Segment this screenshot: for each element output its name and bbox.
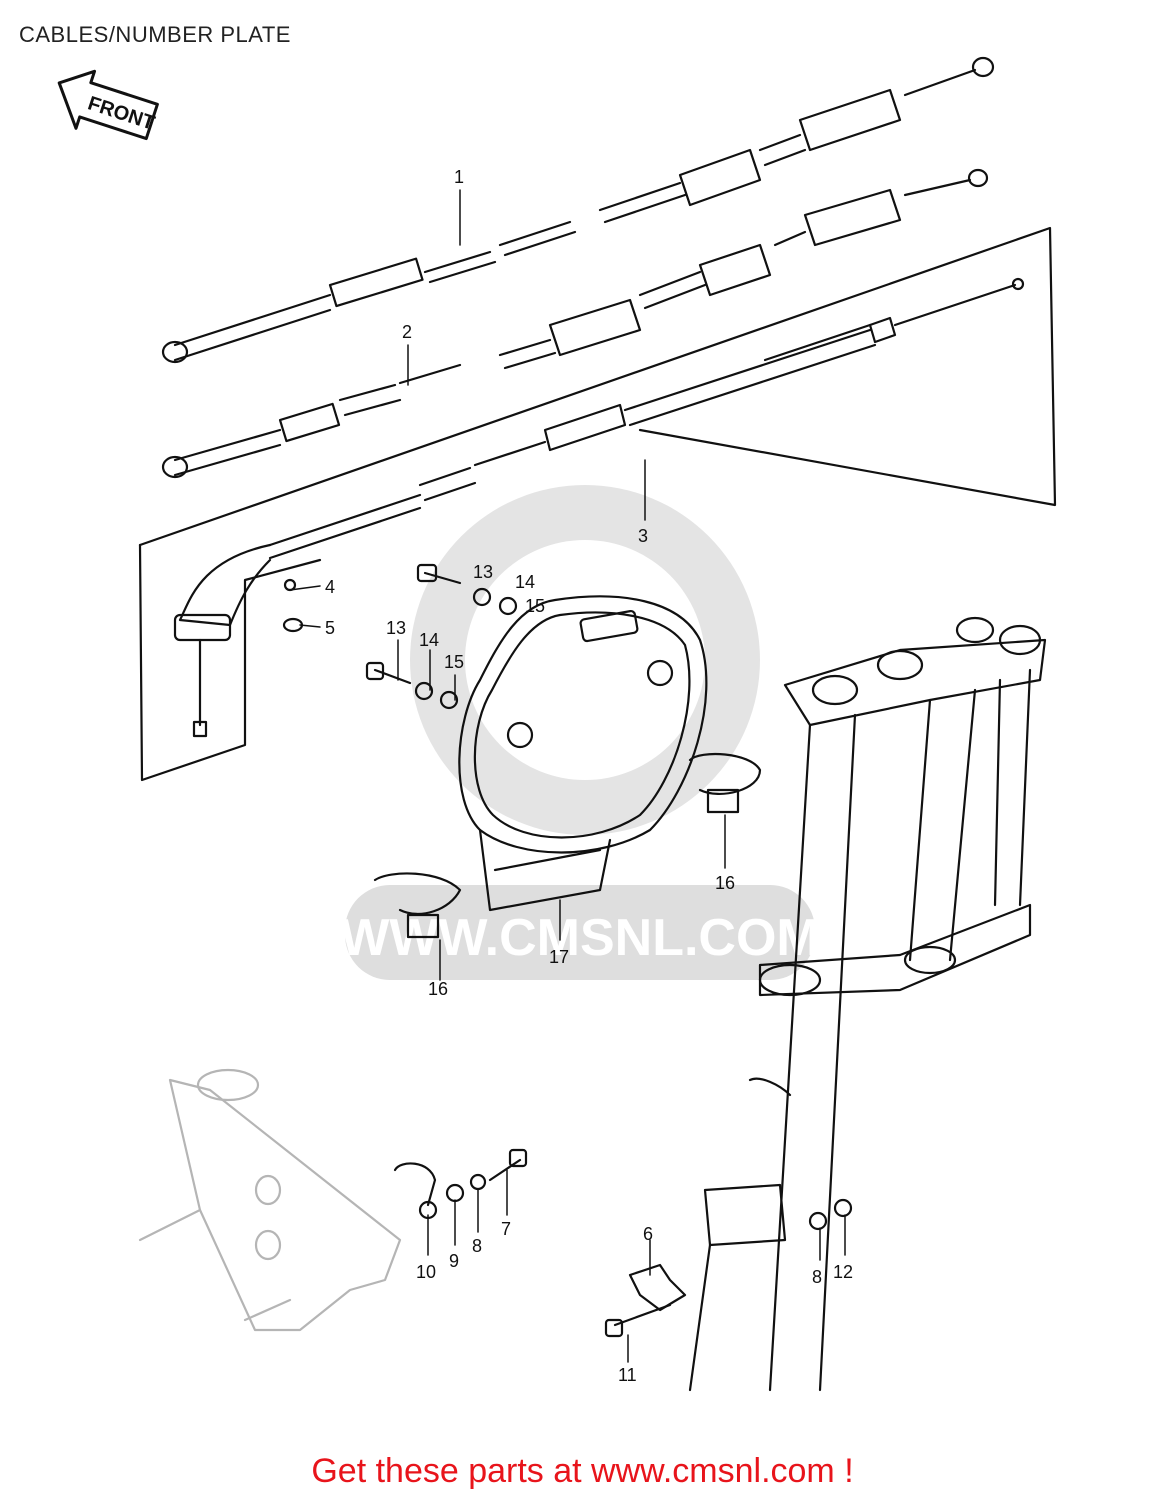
cable-3-frame xyxy=(138,226,1057,782)
number-plate xyxy=(458,595,708,912)
callout-15-a: 15 xyxy=(525,596,545,616)
page-title: CABLES/NUMBER PLATE xyxy=(19,22,291,47)
watermark: WWW.CMSNL.COM xyxy=(340,485,820,980)
callout-16-b: 16 xyxy=(428,979,448,999)
frame-section xyxy=(138,1068,402,1332)
callout-16-a: 16 xyxy=(715,873,735,893)
callout-14-b: 14 xyxy=(419,630,439,650)
callout-7: 7 xyxy=(501,1219,511,1239)
cable-3 xyxy=(173,277,1025,738)
callout-12: 12 xyxy=(833,1262,853,1282)
callout-6: 6 xyxy=(643,1224,653,1244)
callout-2: 2 xyxy=(402,322,412,342)
small-parts xyxy=(282,563,853,1338)
callout-8-b: 8 xyxy=(812,1267,822,1287)
callout-labels: 1 2 3 4 5 13 14 15 13 14 15 16 16 17 6 7… xyxy=(325,167,853,1385)
callout-3: 3 xyxy=(638,526,648,546)
footer-link[interactable]: Get these parts at www.cmsnl.com ! xyxy=(311,1452,854,1490)
front-fork xyxy=(688,616,1047,1392)
cable-1 xyxy=(161,56,995,364)
callout-1: 1 xyxy=(454,167,464,187)
callout-9: 9 xyxy=(449,1251,459,1271)
parts-diagram: WWW.CMSNL.COM FRONT xyxy=(57,56,1057,1392)
callout-11: 11 xyxy=(618,1365,637,1385)
callout-15-b: 15 xyxy=(444,652,464,672)
callout-17: 17 xyxy=(549,947,569,967)
callout-10: 10 xyxy=(416,1262,436,1282)
callout-8-a: 8 xyxy=(472,1236,482,1256)
callout-4: 4 xyxy=(325,577,335,597)
callout-13-a: 13 xyxy=(473,562,493,582)
callout-13-b: 13 xyxy=(386,618,406,638)
callout-5: 5 xyxy=(325,618,335,638)
callout-14-a: 14 xyxy=(515,572,535,592)
cable-2 xyxy=(161,168,989,479)
front-arrow-icon: FRONT xyxy=(57,69,159,141)
callout-leaders xyxy=(289,189,846,1363)
